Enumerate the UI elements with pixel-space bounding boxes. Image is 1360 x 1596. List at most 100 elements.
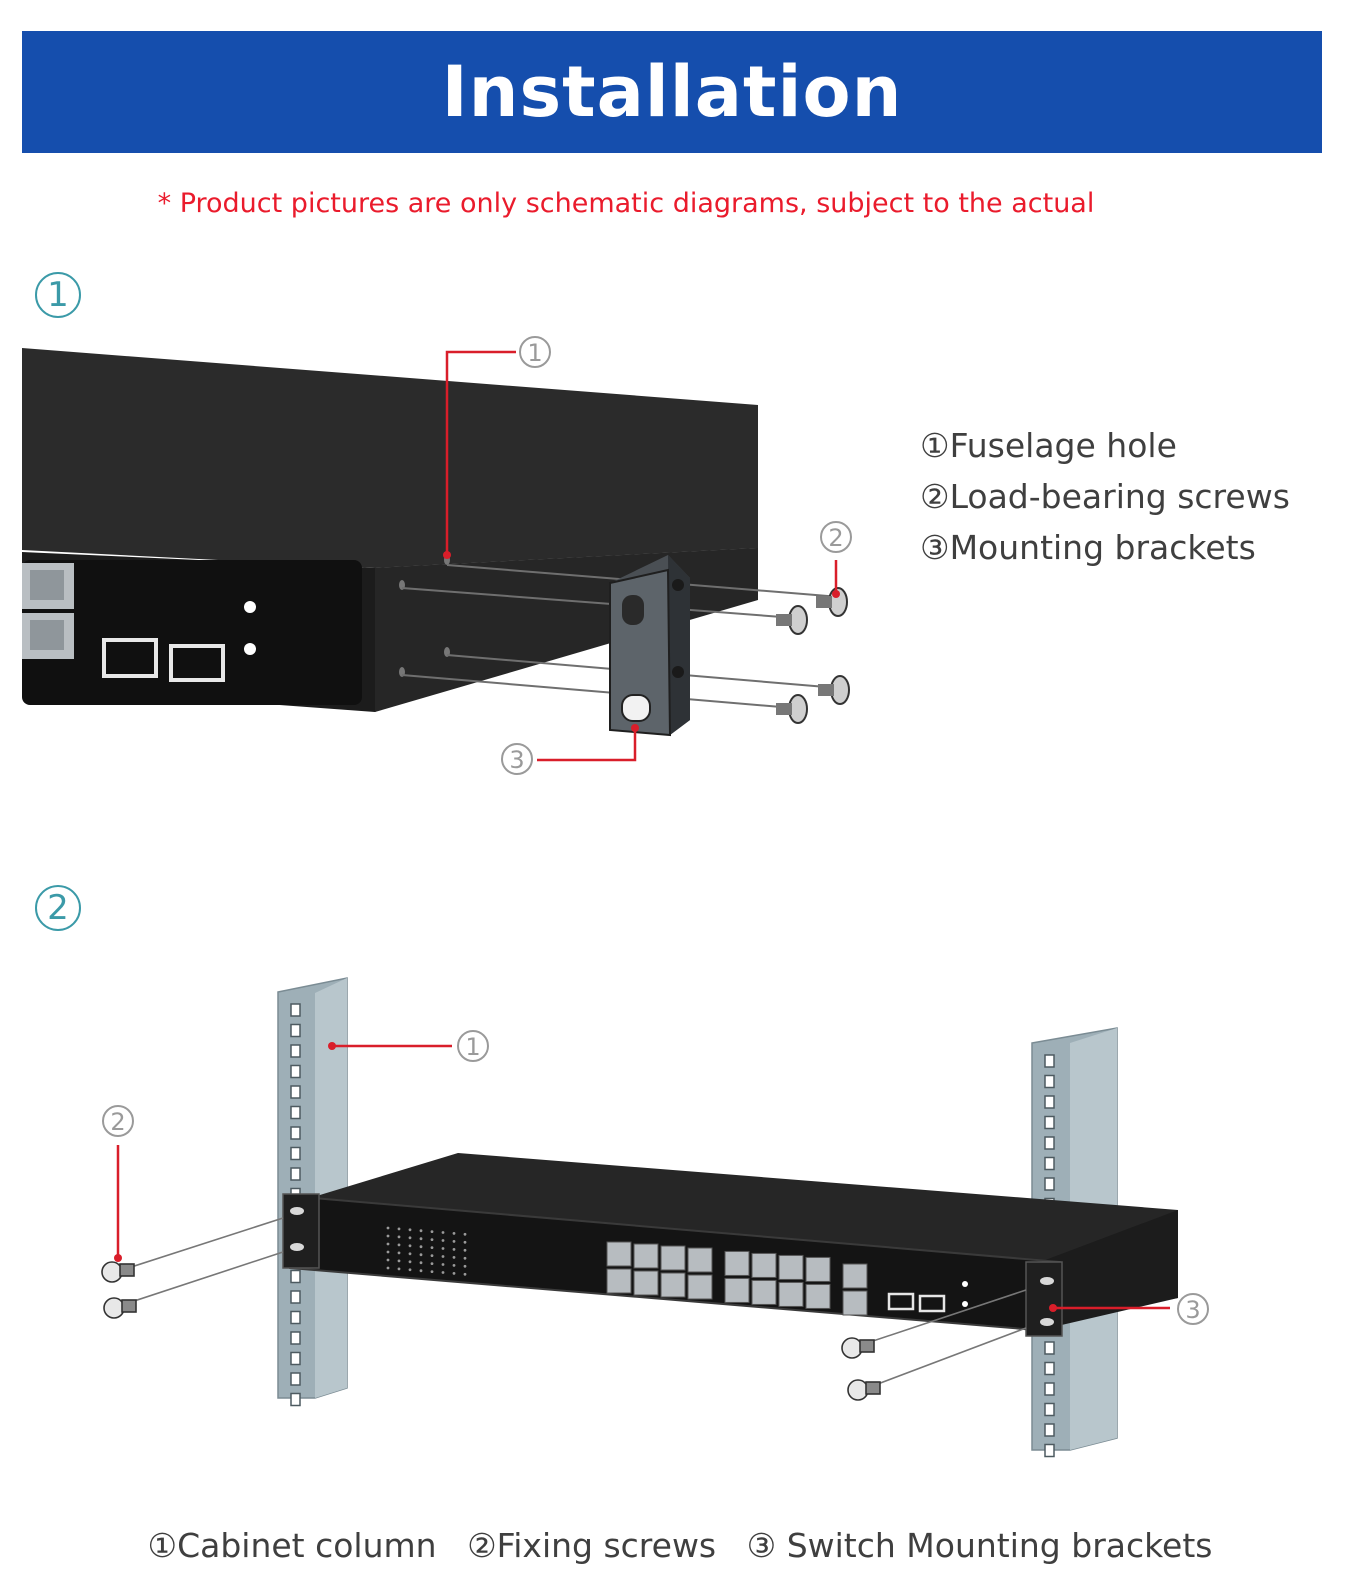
rack-hole [1044, 1054, 1055, 1068]
ethernet-port [633, 1270, 659, 1296]
ethernet-port [842, 1263, 868, 1289]
vent-dot [452, 1248, 456, 1251]
vent-dot [463, 1232, 467, 1236]
title-banner: Installation [22, 31, 1322, 153]
vent-dot [419, 1237, 423, 1241]
vent-dot [452, 1272, 456, 1275]
ethernet-port [606, 1268, 632, 1294]
vent-dot [386, 1226, 390, 1230]
vent-dot [397, 1251, 401, 1255]
ethernet-port [751, 1252, 777, 1278]
ethernet-port [842, 1290, 868, 1316]
vent-dot [397, 1259, 401, 1263]
rack-hole [1044, 1361, 1055, 1376]
rack-hole [1044, 1095, 1055, 1109]
rack-hole [1044, 1156, 1055, 1171]
vent-dot [463, 1248, 467, 1252]
rack-hole [290, 1290, 301, 1304]
vent-dot [441, 1239, 445, 1242]
step-2-marker: 2 [35, 885, 81, 931]
vent-dot [419, 1253, 423, 1257]
rack-hole [290, 1105, 301, 1120]
vent-dot [441, 1271, 445, 1274]
step2-vent-grid [386, 1226, 467, 1276]
page-title: Installation [441, 51, 903, 133]
vent-dot [430, 1230, 434, 1233]
vent-dot [408, 1252, 412, 1256]
vent-dot [386, 1234, 390, 1238]
ethernet-port [660, 1272, 686, 1298]
step1-callout-1: 1 [527, 339, 542, 367]
rack-hole [290, 1064, 301, 1079]
vent-dot [430, 1262, 434, 1265]
legend-load-bearing-screws: ②Load-bearing screws [920, 477, 1290, 516]
ethernet-port [687, 1274, 713, 1300]
ethernet-port [751, 1279, 777, 1305]
disclaimer-note: * Product pictures are only schematic di… [157, 188, 1095, 219]
vent-dot [452, 1232, 456, 1235]
vent-dot [397, 1243, 401, 1247]
step1-mounting-bracket [609, 555, 690, 737]
rack-hole [290, 1085, 301, 1099]
step2-screws [101, 1261, 881, 1401]
ethernet-port [687, 1247, 713, 1273]
vent-dot [441, 1263, 445, 1266]
caption-switch-mounting-brackets: ③ Switch Mounting brackets [746, 1526, 1213, 1565]
step1-ports [22, 563, 256, 682]
rack-hole [290, 1167, 301, 1181]
vent-dot [386, 1242, 390, 1246]
rack-hole [290, 1044, 301, 1058]
step1-callout-circles [501, 336, 852, 775]
step2-guide-lines [121, 1217, 1027, 1391]
ethernet-port [805, 1256, 831, 1282]
vent-dot [430, 1254, 434, 1257]
step2-left-cabinet-column [277, 977, 348, 1399]
step2-callout-dots [114, 1042, 1057, 1312]
vent-dot [452, 1264, 456, 1267]
vent-dot [408, 1244, 412, 1248]
rack-hole [290, 1351, 301, 1366]
vent-dot [386, 1258, 390, 1262]
rack-hole [290, 1023, 301, 1038]
rack-hole [290, 1269, 301, 1284]
rack-hole [1044, 1443, 1055, 1458]
vent-dot [452, 1256, 456, 1259]
step2-callout-lines [116, 1044, 1170, 1310]
step2-ethernet-ports [606, 1241, 868, 1316]
vent-dot [408, 1228, 412, 1232]
ethernet-port [778, 1281, 804, 1307]
rack-hole [290, 1126, 301, 1140]
step-1-marker: 1 [35, 272, 81, 318]
vent-dot [441, 1255, 445, 1258]
rack-hole [1044, 1382, 1055, 1396]
rack-hole [290, 1392, 301, 1407]
rack-hole [1044, 1074, 1055, 1089]
step2-sfp-ports [887, 1281, 968, 1313]
step1-front-panel [22, 560, 362, 705]
vent-dot [463, 1264, 467, 1268]
ethernet-port [724, 1250, 750, 1276]
rack-hole [1044, 1115, 1055, 1130]
rack-hole [1044, 1136, 1055, 1150]
step2-callout-3: 3 [1185, 1296, 1200, 1324]
vent-dot [386, 1250, 390, 1254]
vent-dot [419, 1261, 423, 1265]
vent-dot [419, 1269, 423, 1273]
ethernet-port [606, 1241, 632, 1267]
legend-fuselage-hole: ①Fuselage hole [920, 426, 1177, 465]
vent-dot [441, 1247, 445, 1250]
vent-dot [430, 1246, 434, 1249]
ethernet-port [724, 1277, 750, 1303]
vent-dot [386, 1266, 390, 1270]
rack-hole [290, 1372, 301, 1386]
vent-dot [430, 1238, 434, 1241]
vent-dot [463, 1272, 467, 1276]
vent-dot [397, 1235, 401, 1239]
caption-cabinet-column: ①Cabinet column [147, 1526, 437, 1565]
step1-callout-3: 3 [509, 746, 524, 774]
rack-hole [1044, 1423, 1055, 1437]
vent-dot [430, 1270, 434, 1273]
vent-dot [441, 1231, 445, 1234]
vent-dot [397, 1267, 401, 1271]
